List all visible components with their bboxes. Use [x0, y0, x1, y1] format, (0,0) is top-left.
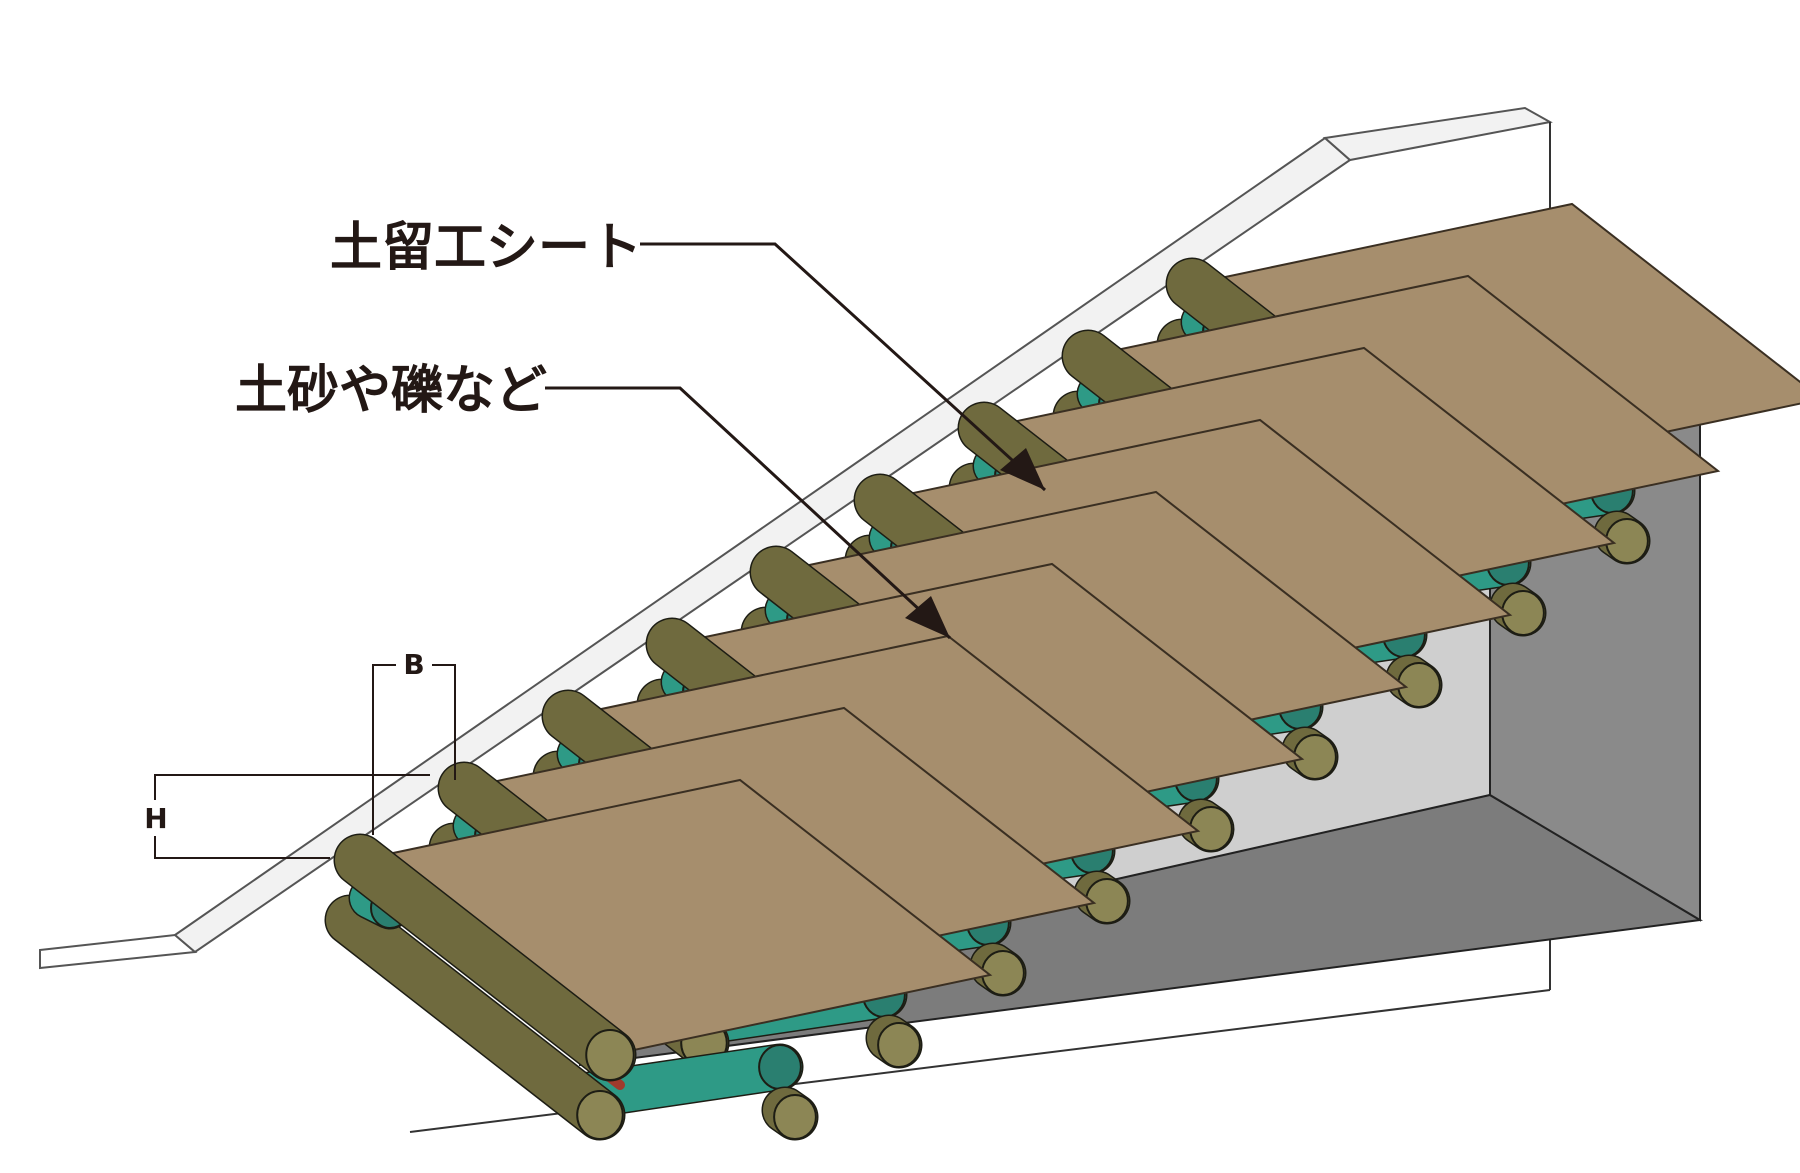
rear-log-end-end — [877, 1022, 921, 1068]
upper-log-end — [585, 1029, 635, 1081]
ground-strip — [39, 933, 198, 970]
steps-layer — [324, 202, 1800, 1141]
annotation-soil: 土砂や礫など — [235, 361, 952, 640]
sheet-label: 土留工シート — [330, 218, 642, 278]
dimension-b: B — [372, 647, 456, 835]
sheet-arrowhead — [1000, 448, 1045, 490]
soil-arrowhead — [905, 596, 950, 638]
lower-log-end — [576, 1090, 624, 1140]
step-1 — [324, 778, 993, 1141]
slope-outline — [39, 106, 1553, 1133]
dim-b-label: B — [403, 648, 424, 681]
upper-log — [335, 835, 635, 1080]
soil-label: 土砂や礫など — [235, 361, 547, 421]
stake-pipe-end — [758, 1044, 802, 1090]
dimension-h: H — [140, 774, 430, 859]
lower-log — [326, 896, 624, 1139]
soil-leader — [545, 386, 952, 640]
dim-h-label: H — [144, 802, 167, 835]
sheet-leader — [640, 242, 1047, 492]
top-ground — [1322, 106, 1553, 162]
stake-pipe — [568, 1045, 802, 1117]
annotation-sheet: 土留工シート — [330, 218, 1047, 492]
rear-log-end-end — [773, 1094, 817, 1140]
